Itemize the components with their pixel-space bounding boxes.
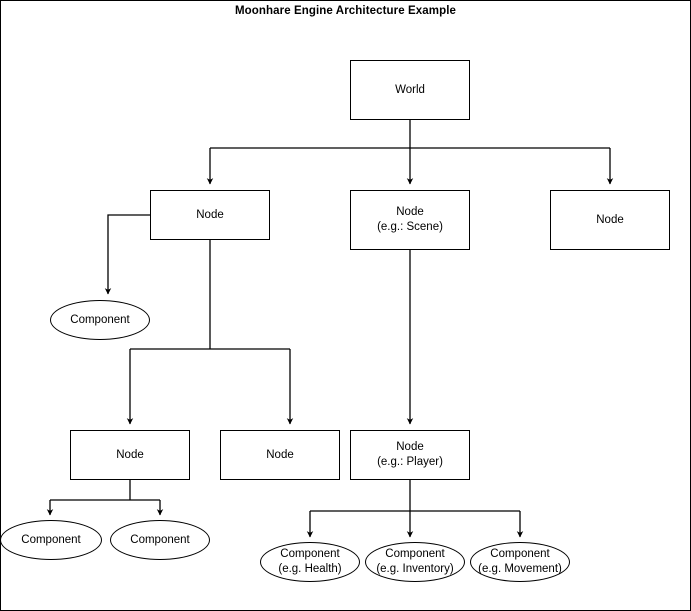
node-sublabel: (e.g. Inventory)	[376, 563, 454, 575]
node-sublabel: (e.g.: Scene)	[377, 221, 443, 233]
node-label: Component	[70, 313, 130, 326]
node-label: Node	[116, 448, 144, 461]
node-label: Component	[280, 548, 340, 561]
node-box-node-e[interactable]: Node	[220, 430, 340, 480]
node-sublabel: (e.g.: Player)	[377, 456, 443, 468]
component-node-comp-c[interactable]: Component	[110, 520, 210, 560]
node-label: Component	[130, 533, 190, 546]
node-box-node-c[interactable]: Node	[550, 190, 670, 250]
node-label: World	[395, 83, 425, 96]
component-node-comp-move[interactable]: Component (e.g. Movement)	[470, 542, 570, 582]
component-node-comp-a[interactable]: Component	[50, 300, 150, 340]
node-box-node-a[interactable]: Node	[150, 190, 270, 240]
component-node-comp-health[interactable]: Component (e.g. Health)	[260, 542, 360, 582]
node-label: Node	[396, 206, 424, 219]
node-box-node-scene[interactable]: Node (e.g.: Scene)	[350, 190, 470, 250]
node-sublabel: (e.g. Health)	[278, 563, 342, 575]
page-title: Moonhare Engine Architecture Example	[234, 4, 457, 17]
node-label: Node	[596, 213, 624, 226]
edge-node-a-to-comp-a	[104, 214, 150, 295]
node-sublabel: (e.g. Movement)	[478, 563, 562, 575]
node-box-node-d[interactable]: Node	[70, 430, 190, 480]
component-node-comp-inv[interactable]: Component (e.g. Inventory)	[365, 542, 465, 582]
component-node-comp-b[interactable]: Component	[0, 520, 102, 560]
node-label: Node	[396, 441, 424, 454]
node-box-node-player[interactable]: Node (e.g.: Player)	[350, 430, 470, 480]
node-label: Node	[266, 448, 294, 461]
node-box-world[interactable]: World	[350, 60, 470, 120]
node-label: Node	[196, 208, 224, 221]
node-label: Component	[385, 548, 445, 561]
node-label: Component	[21, 533, 81, 546]
node-label: Component	[490, 548, 550, 561]
